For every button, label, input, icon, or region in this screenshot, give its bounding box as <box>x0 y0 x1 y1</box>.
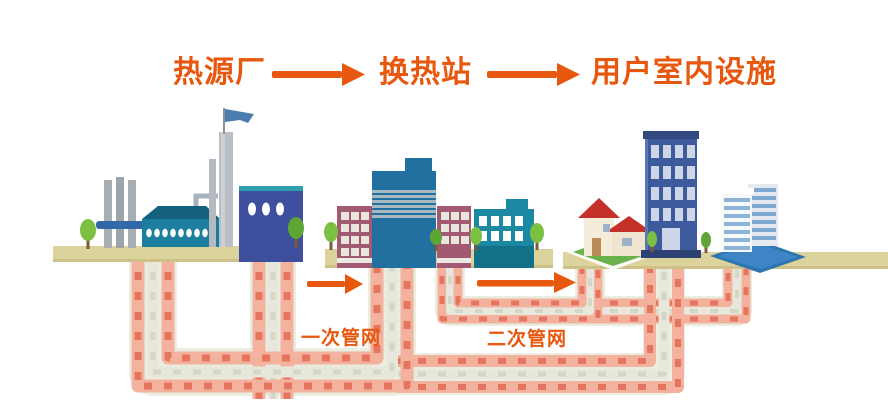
underground-pipes <box>129 252 752 399</box>
user-indoor-facilities-label: 用户室内设施 <box>591 56 777 89</box>
heat-exchange-cluster-illustration <box>324 158 544 268</box>
secondary-pipe-network-label: 二次管网 <box>487 329 568 350</box>
flow-arrow-icon <box>272 63 365 86</box>
heat-source-plant-label: 热源厂 <box>173 56 266 89</box>
tree-icon <box>647 231 711 253</box>
flag-icon <box>225 109 254 123</box>
heat-exchange-station-label: 换热站 <box>379 56 472 89</box>
flow-arrow-icon <box>487 63 580 86</box>
user-buildings-illustration <box>566 131 806 273</box>
primary-network-arrow-icon <box>307 274 363 294</box>
heat-plant-illustration <box>80 108 304 262</box>
flow-arrows <box>272 63 580 294</box>
primary-pipe-network-label: 一次管网 <box>301 328 382 349</box>
tree-icon <box>80 217 304 249</box>
factory-windows <box>146 228 216 238</box>
secondary-network-arrow-icon <box>477 272 576 293</box>
tree-icon <box>324 222 544 251</box>
house-illustration <box>566 198 660 270</box>
office-tower-illustration <box>710 178 806 273</box>
